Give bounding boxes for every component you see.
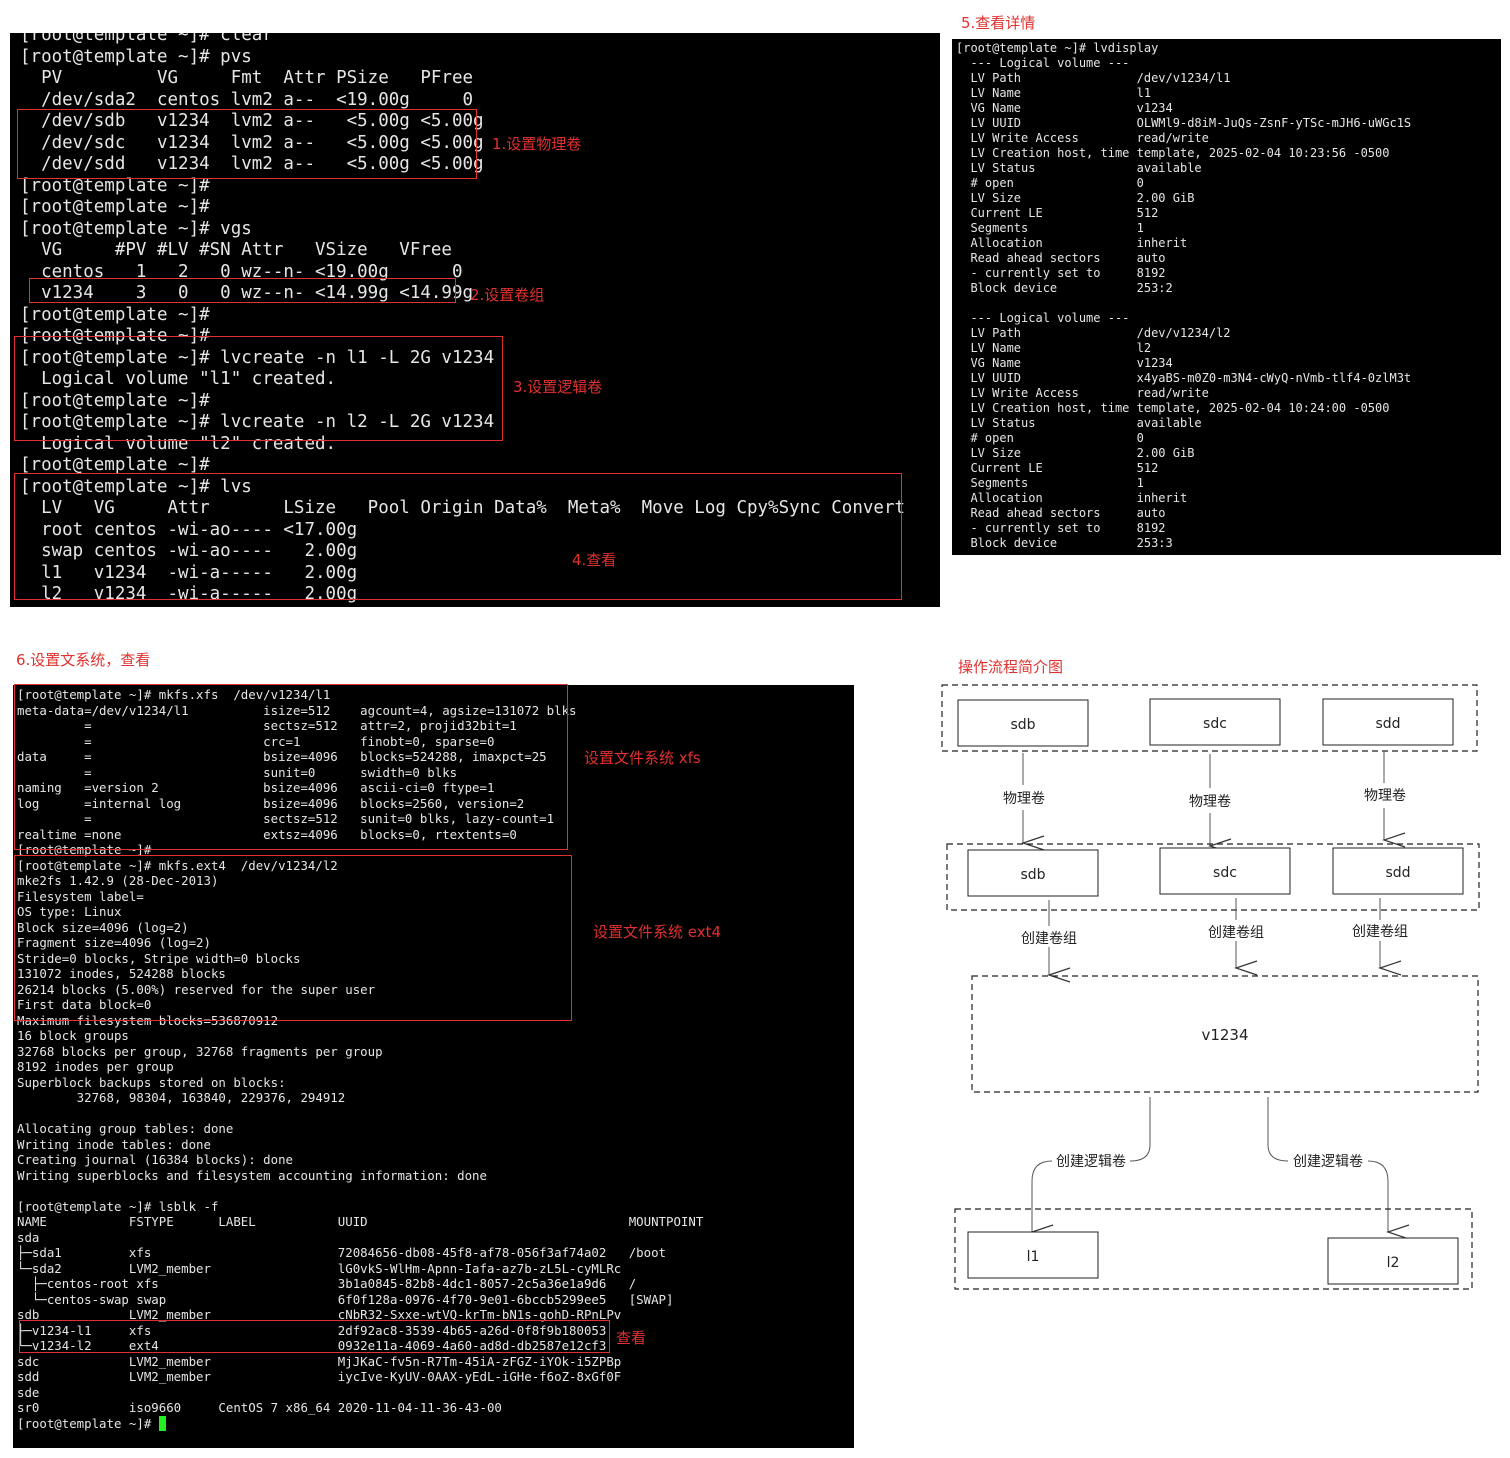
lv-node-l1: l1 [967,1231,1099,1279]
flow-title: 操作流程简介图 [958,658,1064,676]
volume-group-v1234 [971,975,1479,1093]
pv-node-sdd: sdd [1332,847,1464,895]
arrow-lv-l2: 创建逻辑卷 [1267,1097,1410,1240]
arrow-pv-sdb: 物理卷 [1003,753,1045,851]
pv-node-label: sdd [1385,865,1410,881]
pv-node-label: sdc [1213,865,1237,881]
arrow-label-pv: 物理卷 [1364,788,1406,804]
group-logical-volumes [954,1208,1473,1290]
disk-node-label: sdc [1203,716,1227,732]
arrow-label-vg: 创建卷组 [1352,924,1408,940]
arrow-vg-sdd: 创建卷组 [1352,898,1408,976]
highlight-box-lsblk [19,1320,610,1353]
annotation-view: 查看 [616,1329,647,1347]
terminal-lvdisplay: [root@template ~]# lvdisplay --- Logical… [952,39,1501,555]
disk-node-sdb: sdb [957,699,1089,747]
arrow-label-vg: 创建卷组 [1021,931,1077,947]
highlight-box-pv [17,109,477,179]
annotation-xfs: 设置文件系统 xfs [584,749,701,767]
terminal-pvs-vgs-lvs: [root@template ~]# clear [root@template … [10,33,940,607]
arrow-label-vg: 创建卷组 [1208,925,1264,941]
annotation-step6: 6.设置文系统，查看 [16,651,151,669]
annotation-step5: 5.查看详情 [961,14,1036,32]
arrow-label-pv: 物理卷 [1189,794,1231,810]
arrow-pv-sdc: 物理卷 [1189,754,1232,854]
arrow-pv-sdd: 物理卷 [1364,751,1406,848]
lv-node-label: l2 [1387,1255,1400,1271]
disk-node-label: sdb [1010,717,1035,733]
terminal-cursor [158,1415,167,1431]
pv-node-sdb: sdb [967,849,1099,897]
disk-node-label: sdd [1375,716,1400,732]
highlight-box-lv [14,336,503,441]
annotation-step3: 3.设置逻辑卷 [513,378,603,396]
flow-diagram: sdb sdc sdd 物理卷 物理卷 物理卷 sdb sdc sdd [941,684,1480,1290]
disk-node-sdd: sdd [1322,698,1454,746]
highlight-box-xfs [14,684,568,850]
arrow-label-lv: 创建逻辑卷 [1293,1154,1363,1170]
terminal-output: [root@template ~]# clear [root@template … [20,33,906,607]
pv-node-sdc: sdc [1159,847,1291,895]
annotation-step1: 1.设置物理卷 [492,135,582,153]
arrow-vg-sdc: 创建卷组 [1208,898,1264,976]
volume-group-label: v1234 [1201,1026,1248,1044]
annotation-step2: 2.设置卷组 [470,286,545,304]
annotation-ext4: 设置文件系统 ext4 [593,923,722,941]
group-physical-volumes [946,843,1480,911]
arrow-label-lv: 创建逻辑卷 [1056,1154,1126,1170]
arrow-label-pv: 物理卷 [1003,791,1045,807]
pv-node-label: sdb [1020,867,1045,883]
lv-node-l2: l2 [1327,1237,1459,1285]
arrow-vg-sdb: 创建卷组 [1021,900,1077,983]
disk-node-sdc: sdc [1149,698,1281,746]
terminal-output: [root@template ~]# lvdisplay --- Logical… [956,41,1412,550]
highlight-box-vg [29,278,456,303]
lv-node-label: l1 [1027,1249,1040,1265]
highlight-box-ext4 [14,855,572,1021]
arrow-lv-l1: 创建逻辑卷 [1030,1097,1151,1240]
highlight-box-lvs [14,473,902,600]
annotation-step4: 4.查看 [572,551,617,569]
